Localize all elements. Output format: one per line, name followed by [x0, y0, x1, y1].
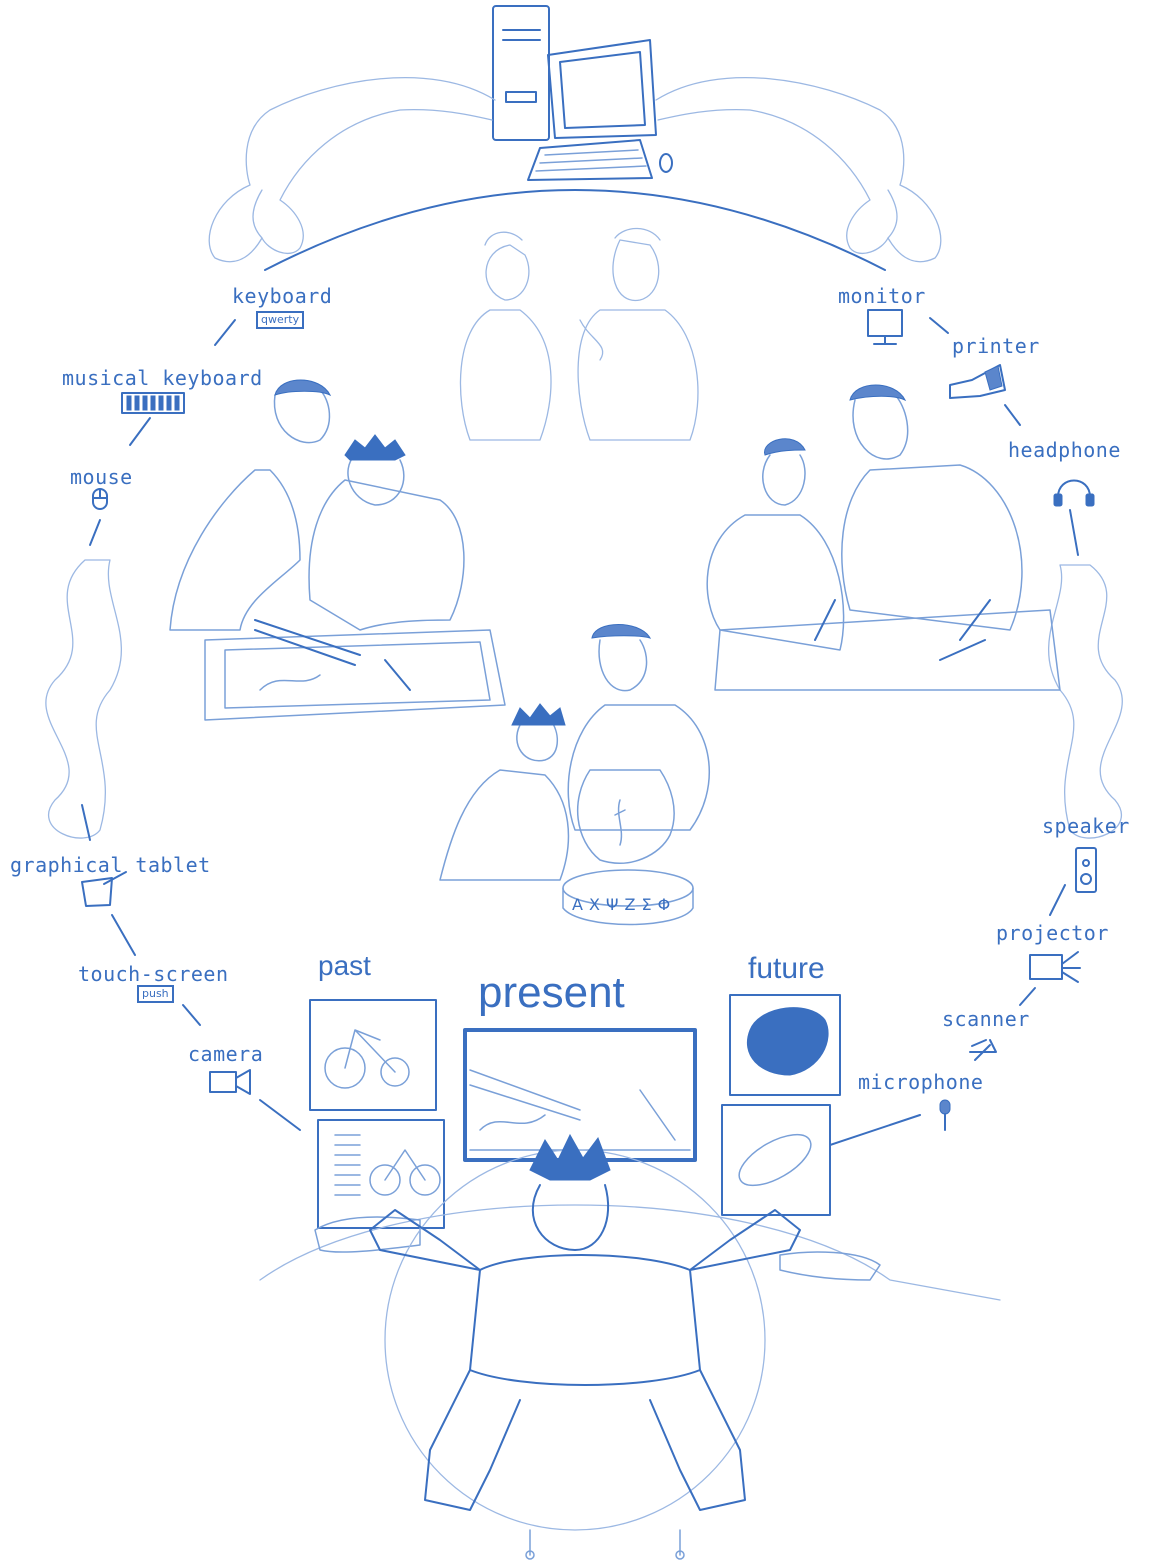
- top-arc: [264, 189, 886, 271]
- present-title: present: [478, 968, 625, 1017]
- mouse-label: mouse: [70, 465, 133, 489]
- printer-icon: [949, 364, 1006, 399]
- printer-label: printer: [952, 334, 1040, 358]
- touch-screen-label: touch-screen: [78, 962, 229, 986]
- drafting-pair-left: [169, 379, 506, 721]
- speaker-icon: [1075, 847, 1097, 893]
- right-connector: [829, 317, 1123, 1146]
- graphical-tablet-label: graphical tablet: [10, 853, 211, 877]
- future-screen-top: [729, 994, 841, 1096]
- mouse-icon: [92, 488, 108, 510]
- projector-label: projector: [996, 921, 1109, 945]
- monitor-label: monitor: [838, 284, 926, 308]
- speaker-label: speaker: [1042, 814, 1130, 838]
- future-screen-bottom: [721, 1104, 831, 1216]
- touch-screen-tag: push: [137, 985, 174, 1003]
- past-title: past: [318, 950, 371, 981]
- scanner-icon: [969, 1039, 997, 1053]
- camera-icon: [209, 1069, 251, 1095]
- headphone-icon: [1053, 479, 1095, 507]
- microphone-icon: [939, 1099, 951, 1131]
- past-screen-top: [309, 999, 437, 1111]
- computer-icon: [492, 5, 673, 181]
- musical-keyboard-icon: [121, 392, 185, 414]
- faint-figures: [459, 227, 699, 441]
- left-connector: [45, 319, 301, 1131]
- right-curtain: [655, 77, 942, 263]
- musical-keyboard-label: musical keyboard: [62, 366, 263, 390]
- potter-pair: [439, 624, 710, 926]
- drafting-pair-right: [706, 384, 1061, 691]
- future-title: future: [748, 952, 825, 985]
- scanner-label: scanner: [942, 1007, 1030, 1031]
- central-figure: [259, 1133, 1001, 1560]
- projector-icon: [1029, 951, 1081, 983]
- present-screen: [463, 1028, 697, 1162]
- keyboard-tag: qwerty: [256, 311, 305, 329]
- pottery-inscription: ΑΧΨΖΣΦ: [572, 895, 677, 914]
- camera-label: camera: [188, 1042, 264, 1066]
- headphone-label: headphone: [1008, 438, 1121, 462]
- left-curtain: [208, 77, 496, 263]
- monitor-icon: [867, 309, 903, 345]
- past-screen-bottom: [317, 1119, 445, 1229]
- microphone-label: microphone: [858, 1070, 984, 1094]
- graphical-tablet-icon: [81, 871, 127, 907]
- keyboard-label: keyboard: [232, 284, 333, 308]
